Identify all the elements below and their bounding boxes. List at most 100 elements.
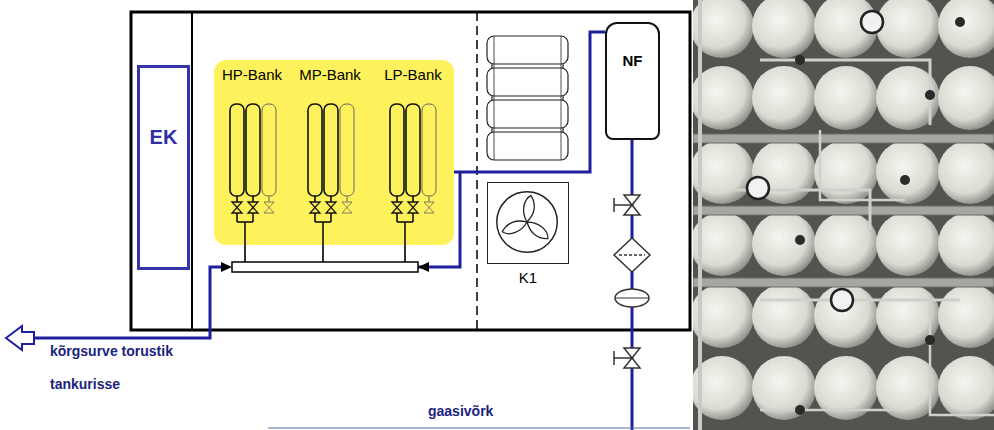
steel-bracket [693, 278, 994, 287]
meter-line [615, 298, 649, 299]
gas-cylinder [814, 66, 878, 130]
gas-cylinder [693, 0, 754, 58]
bank-label: MP-Bank [299, 66, 361, 83]
flow-arrow [221, 262, 232, 272]
valve-handle [614, 204, 632, 206]
storage-cylinder [390, 104, 404, 196]
cylinder-group [308, 104, 354, 245]
pressure-gauge [861, 11, 883, 33]
manifold-bar [232, 262, 418, 272]
shutoff-valve [624, 348, 640, 368]
text-holder: EK [150, 126, 178, 149]
steel-bracket [693, 134, 994, 143]
steel-pipe [820, 130, 905, 200]
cylinder-valve [424, 202, 434, 213]
steel-bracket [693, 206, 994, 215]
text-holder: NF [623, 52, 643, 70]
gas-cylinder [752, 66, 816, 130]
bank-label: HP-Bank [222, 66, 282, 83]
valve-pipe [330, 213, 332, 222]
valve-pipe [314, 213, 316, 222]
cylinder-neck [412, 196, 414, 202]
pressure-gauge [831, 289, 853, 311]
storage-cylinder [340, 104, 354, 196]
pressure-gauge [747, 177, 769, 199]
gas-cylinder [876, 0, 940, 58]
cylinder-neck [314, 196, 316, 202]
cylinder-valve [392, 202, 402, 213]
pipe-label: kõrgsurve torustik [50, 343, 173, 360]
cylinder-neck [396, 196, 398, 202]
steel-pipe [760, 409, 900, 412]
shutoff-valve [624, 195, 640, 215]
storage-cylinder [230, 104, 244, 196]
gas-cylinder [938, 356, 994, 420]
valve-pipe [396, 213, 398, 222]
text-holder: K1 [488, 269, 568, 287]
cylinder-valve [232, 202, 242, 213]
cabinet-box: EK [137, 65, 190, 270]
storage-cylinder [262, 104, 276, 196]
cooler-vessel [487, 100, 568, 128]
filter-symbol [614, 238, 650, 272]
gas-cylinder [693, 140, 754, 204]
flow-arrow [418, 262, 429, 272]
gas-cylinder [938, 284, 994, 348]
gas-cylinder [752, 284, 816, 348]
valve-knob [925, 90, 935, 100]
vessel-seam [494, 36, 495, 160]
fan-blade [524, 196, 535, 222]
pipe-label: tankurisse [50, 376, 120, 393]
housing-outline [131, 12, 690, 330]
outlet-arrow [6, 326, 34, 350]
bank-pipe [404, 222, 406, 245]
cylinder-neck [236, 196, 238, 202]
bank-pipe [244, 244, 246, 262]
cylinder-neck [330, 196, 332, 202]
outlet-pipe [34, 267, 222, 338]
cylinder-neck [429, 196, 430, 202]
steel-pipe [760, 60, 930, 125]
gas-cylinder [814, 212, 878, 276]
cylinder-neck [269, 196, 270, 202]
component-label: K1 [519, 269, 537, 286]
cylinder-valve [310, 202, 320, 213]
gas-cylinder [752, 212, 816, 276]
cylinder-valve [326, 202, 336, 213]
supply-pipe [631, 140, 634, 430]
component-label: EK [150, 126, 178, 149]
valve-handle [613, 198, 615, 212]
pipe-label: gaasivõrk [428, 403, 493, 420]
bank-area-shape [214, 60, 454, 245]
gas-cylinder [693, 284, 754, 348]
text-holder: MP-Bank [290, 66, 370, 84]
compressor-box: K1 [487, 182, 569, 264]
gas-cylinder [876, 212, 940, 276]
valve-handle [614, 357, 632, 359]
storage-cylinder [246, 104, 260, 196]
gas-cylinder [938, 140, 994, 204]
valve-pipe [412, 213, 414, 222]
storage-cylinder [308, 104, 322, 196]
filter-element [619, 254, 645, 256]
cylinder-group [390, 104, 436, 245]
cooler-vessel [487, 36, 568, 64]
bank-pipe [244, 222, 246, 245]
cylinder-photo [693, 0, 994, 430]
cylinder-valve [264, 202, 274, 213]
valve-knob [925, 335, 935, 345]
cylinder-valve [408, 202, 418, 213]
gas-cylinder [693, 356, 754, 420]
bank-label: LP-Bank [384, 66, 442, 83]
grid-line [268, 428, 690, 429]
valve-knob [955, 17, 965, 27]
cooler-vessel [487, 132, 568, 160]
cylinder-valve [342, 202, 352, 213]
gas-cylinder [938, 212, 994, 276]
text-holder: LP-Bank [373, 66, 453, 84]
gas-cylinder [693, 212, 754, 276]
gas-cylinder [814, 284, 878, 348]
